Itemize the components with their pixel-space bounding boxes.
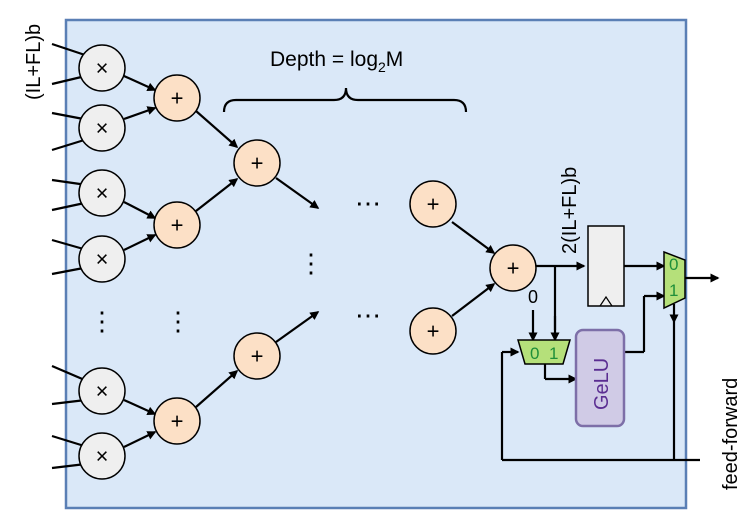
adder-node: + [153, 201, 201, 249]
tree-wires [123, 74, 496, 448]
svg-text:×: × [96, 56, 109, 81]
multiplier-node: × [78, 44, 126, 92]
mux-left-in0: 0 [530, 344, 539, 363]
input-width-label: (IL+FL)b [23, 24, 45, 100]
clock-marker [599, 295, 613, 307]
adder-node: + [153, 397, 201, 445]
mux-right: 0 1 [663, 250, 686, 310]
multiplier-column: × × × × × × [78, 44, 126, 480]
adder-tree: + + + + + + + + [153, 74, 537, 445]
svg-text:×: × [96, 247, 109, 272]
adder-node: + [409, 180, 457, 228]
multiplier-node: × [78, 104, 126, 152]
multiplier-node: × [78, 432, 126, 480]
svg-text:⋮: ⋮ [89, 306, 115, 336]
svg-text:+: + [171, 409, 184, 434]
ellipsis-marks: ⋯ ⋯ ⋮ ⋮ ⋮ [89, 188, 381, 336]
multiplier-node: × [78, 169, 126, 217]
svg-text:+: + [427, 319, 440, 344]
svg-text:+: + [171, 213, 184, 238]
backend-wires [500, 261, 720, 462]
svg-text:+: + [427, 192, 440, 217]
multiplier-node: × [78, 367, 126, 415]
gelu-label: GeLU [591, 358, 613, 410]
svg-text:+: + [171, 86, 184, 111]
mux-left-in1: 1 [549, 344, 558, 363]
feed-forward-label: feed-forward [720, 378, 742, 490]
svg-text:⋮: ⋮ [298, 248, 324, 278]
adder-node: + [153, 74, 201, 122]
depth-brace [222, 87, 468, 113]
mux-right-in0: 0 [669, 255, 678, 274]
svg-text:+: + [251, 344, 264, 369]
mux-left: 0 1 [517, 339, 571, 365]
svg-text:×: × [96, 181, 109, 206]
depth-label: Depth = log2M [270, 48, 403, 75]
adder-node-final: + [489, 244, 537, 292]
adder-node: + [409, 307, 457, 355]
svg-text:⋯: ⋯ [355, 188, 381, 218]
svg-text:⋯: ⋯ [355, 300, 381, 330]
svg-text:×: × [96, 379, 109, 404]
svg-text:+: + [507, 256, 520, 281]
svg-text:⋮: ⋮ [165, 306, 191, 336]
svg-text:×: × [96, 444, 109, 469]
output-register [587, 225, 625, 307]
svg-text:×: × [96, 116, 109, 141]
output-width-label: 2(IL+FL)b [559, 167, 581, 254]
mux-right-in1: 1 [669, 281, 678, 300]
svg-text:+: + [251, 151, 264, 176]
adder-node: + [233, 332, 281, 380]
mux-zero-input-label: 0 [528, 287, 538, 307]
adder-node: + [233, 139, 281, 187]
gelu-unit: GeLU [574, 328, 626, 428]
multiplier-node: × [78, 235, 126, 283]
